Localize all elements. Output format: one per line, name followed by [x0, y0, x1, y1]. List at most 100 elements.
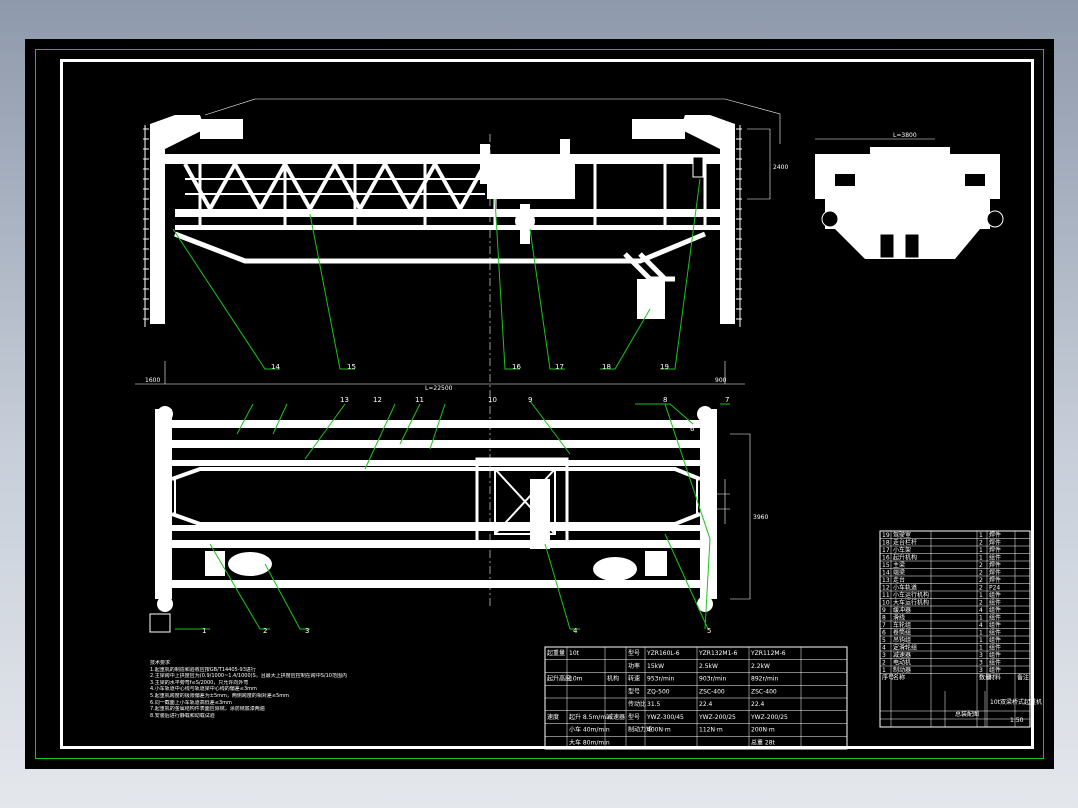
- parts-no: 7: [882, 622, 886, 629]
- parts-material: 组件: [989, 621, 1001, 629]
- parts-name: 走台: [893, 576, 905, 584]
- spec-cell: 起重量: [547, 649, 565, 657]
- parts-material: 组件: [989, 636, 1001, 644]
- parts-qty: 4: [979, 607, 983, 614]
- cad-drawing: 14 15 16 17 18 19 13 12 11 10 9 8 7 1 2 …: [135, 98, 1042, 750]
- parts-material: 组件: [989, 614, 1001, 622]
- parts-no: 6: [882, 630, 886, 637]
- parts-material: P24: [989, 585, 1000, 592]
- parts-qty: 2: [979, 577, 983, 584]
- callout-15: 15: [347, 363, 356, 371]
- parts-no: 5: [882, 637, 886, 644]
- title-scale: 1:50: [1010, 717, 1024, 724]
- plan-view: [149, 134, 751, 633]
- parts-name: 大车运行机构: [893, 599, 929, 607]
- parts-qty: 2: [979, 600, 983, 607]
- note-line: 1.起重机的制造和验收应按GB/T14405-93进行: [150, 666, 256, 673]
- parts-qty: 1: [979, 532, 983, 539]
- parts-qty: 3: [979, 660, 983, 667]
- parts-material: 组件: [989, 606, 1001, 614]
- spec-cell: ZQ-500: [647, 688, 670, 695]
- outer-frame: [35, 49, 1044, 759]
- note-line: 4.小车轨道中心线与轨道梁中心线的偏差≤3mm: [150, 686, 257, 693]
- parts-qty: 2: [979, 585, 983, 592]
- title-subtitle: 10t双梁桥式起重机: [990, 698, 1042, 706]
- parts-material: 组件: [989, 651, 1001, 659]
- dimension-left: 1600: [145, 377, 160, 384]
- spec-cell: YWZ-200/25: [750, 714, 788, 721]
- parts-name: 端梁: [893, 569, 905, 577]
- spec-cell: 2.5kW: [699, 663, 718, 670]
- parts-name: 定滑轮组: [893, 644, 917, 652]
- title-block-lines: [880, 691, 1030, 727]
- parts-no: 18: [882, 540, 890, 547]
- spec-cell: 22.4: [751, 701, 765, 708]
- parts-material: 焊件: [989, 561, 1001, 569]
- spec-cell: 2.2kW: [751, 663, 770, 670]
- parts-name: 吊钩组: [893, 636, 911, 644]
- spec-cell: ZSC-400: [751, 688, 777, 695]
- inner-frame: [60, 59, 1034, 749]
- parts-name: 卷筒组: [893, 629, 911, 637]
- note-line: 2.主梁跨中上拱度应为(0.9/1000~1.4/1000)S，且最大上拱度应控…: [150, 673, 347, 680]
- parts-no: 13: [882, 577, 890, 584]
- parts-name: 主梁: [893, 561, 905, 569]
- callout-10: 10: [488, 396, 497, 404]
- spec-cell: 10m: [569, 676, 583, 683]
- spec-cell: 功率: [628, 662, 640, 670]
- note-line: 3.主梁的水平旁弯f≤S/2000，只允许向外弯: [150, 679, 249, 686]
- parts-no: 15: [882, 562, 890, 569]
- spec-cell: YWZ-200/25: [698, 714, 736, 721]
- parts-material: 组件: [989, 599, 1001, 607]
- parts-no: 4: [882, 645, 886, 652]
- parts-qty: 1: [979, 630, 983, 637]
- parts-material: 组件: [989, 591, 1001, 599]
- parts-no: 10: [882, 600, 890, 607]
- callout-12: 12: [373, 396, 382, 404]
- leader-lines: [172, 178, 730, 630]
- spec-cell: 10t: [569, 650, 580, 657]
- note-line: 5.起重机跨度的极限偏差为±5mm，两侧跨度的相对差≤5mm: [150, 692, 289, 699]
- spec-cell: YZR132M1-6: [698, 650, 738, 657]
- parts-name: 车轮组: [893, 621, 911, 629]
- parts-name: 减速器: [893, 651, 911, 659]
- parts-material: 焊件: [989, 531, 1001, 539]
- spec-cell: 953r/min: [647, 676, 674, 683]
- title-text: 总装配图: [955, 710, 979, 718]
- spec-cell: 传动比: [628, 700, 646, 708]
- spec-cell: 22.4: [699, 701, 713, 708]
- callout-16: 16: [512, 363, 521, 371]
- note-line: 8.安装后进行静载和动载试验: [150, 712, 215, 719]
- parts-no: 3: [882, 652, 886, 659]
- parts-no: 1: [882, 667, 886, 674]
- spec-cell: 200N·m: [751, 727, 775, 734]
- spec-cell: 转速: [628, 675, 640, 683]
- callout-14: 14: [271, 363, 280, 371]
- spec-cell: YZR160L-6: [646, 650, 680, 657]
- side-view: [815, 138, 1004, 259]
- drawing-sheet: 14 15 16 17 18 19 13 12 11 10 9 8 7 1 2 …: [25, 39, 1054, 769]
- callout-9: 9: [528, 396, 532, 404]
- parts-no: 19: [882, 532, 890, 539]
- callout-7: 7: [725, 396, 729, 404]
- parts-no: 11: [882, 592, 890, 599]
- spec-cell: YZR112M-6: [750, 650, 786, 657]
- title-header: 数量: [979, 674, 991, 682]
- parts-no: 12: [882, 585, 890, 592]
- spec-cell: ZSC-400: [699, 688, 725, 695]
- parts-name: 起升机构: [893, 554, 917, 562]
- spec-cell: 15kW: [647, 663, 664, 670]
- parts-name: 小车架: [893, 546, 911, 554]
- parts-material: 组件: [989, 666, 1001, 674]
- title-header: 序号: [882, 674, 894, 682]
- parts-material: 组件: [989, 644, 1001, 652]
- callout-3: 3: [305, 627, 309, 635]
- parts-qty: 4: [979, 622, 983, 629]
- spec-cell: 起升 8.5m/min: [569, 713, 612, 721]
- parts-material: 焊件: [989, 576, 1001, 584]
- spec-cell: YWZ-300/45: [646, 714, 684, 721]
- parts-material: 组件: [989, 629, 1001, 637]
- parts-no: 9: [882, 607, 886, 614]
- spec-cell: 速度: [547, 713, 559, 721]
